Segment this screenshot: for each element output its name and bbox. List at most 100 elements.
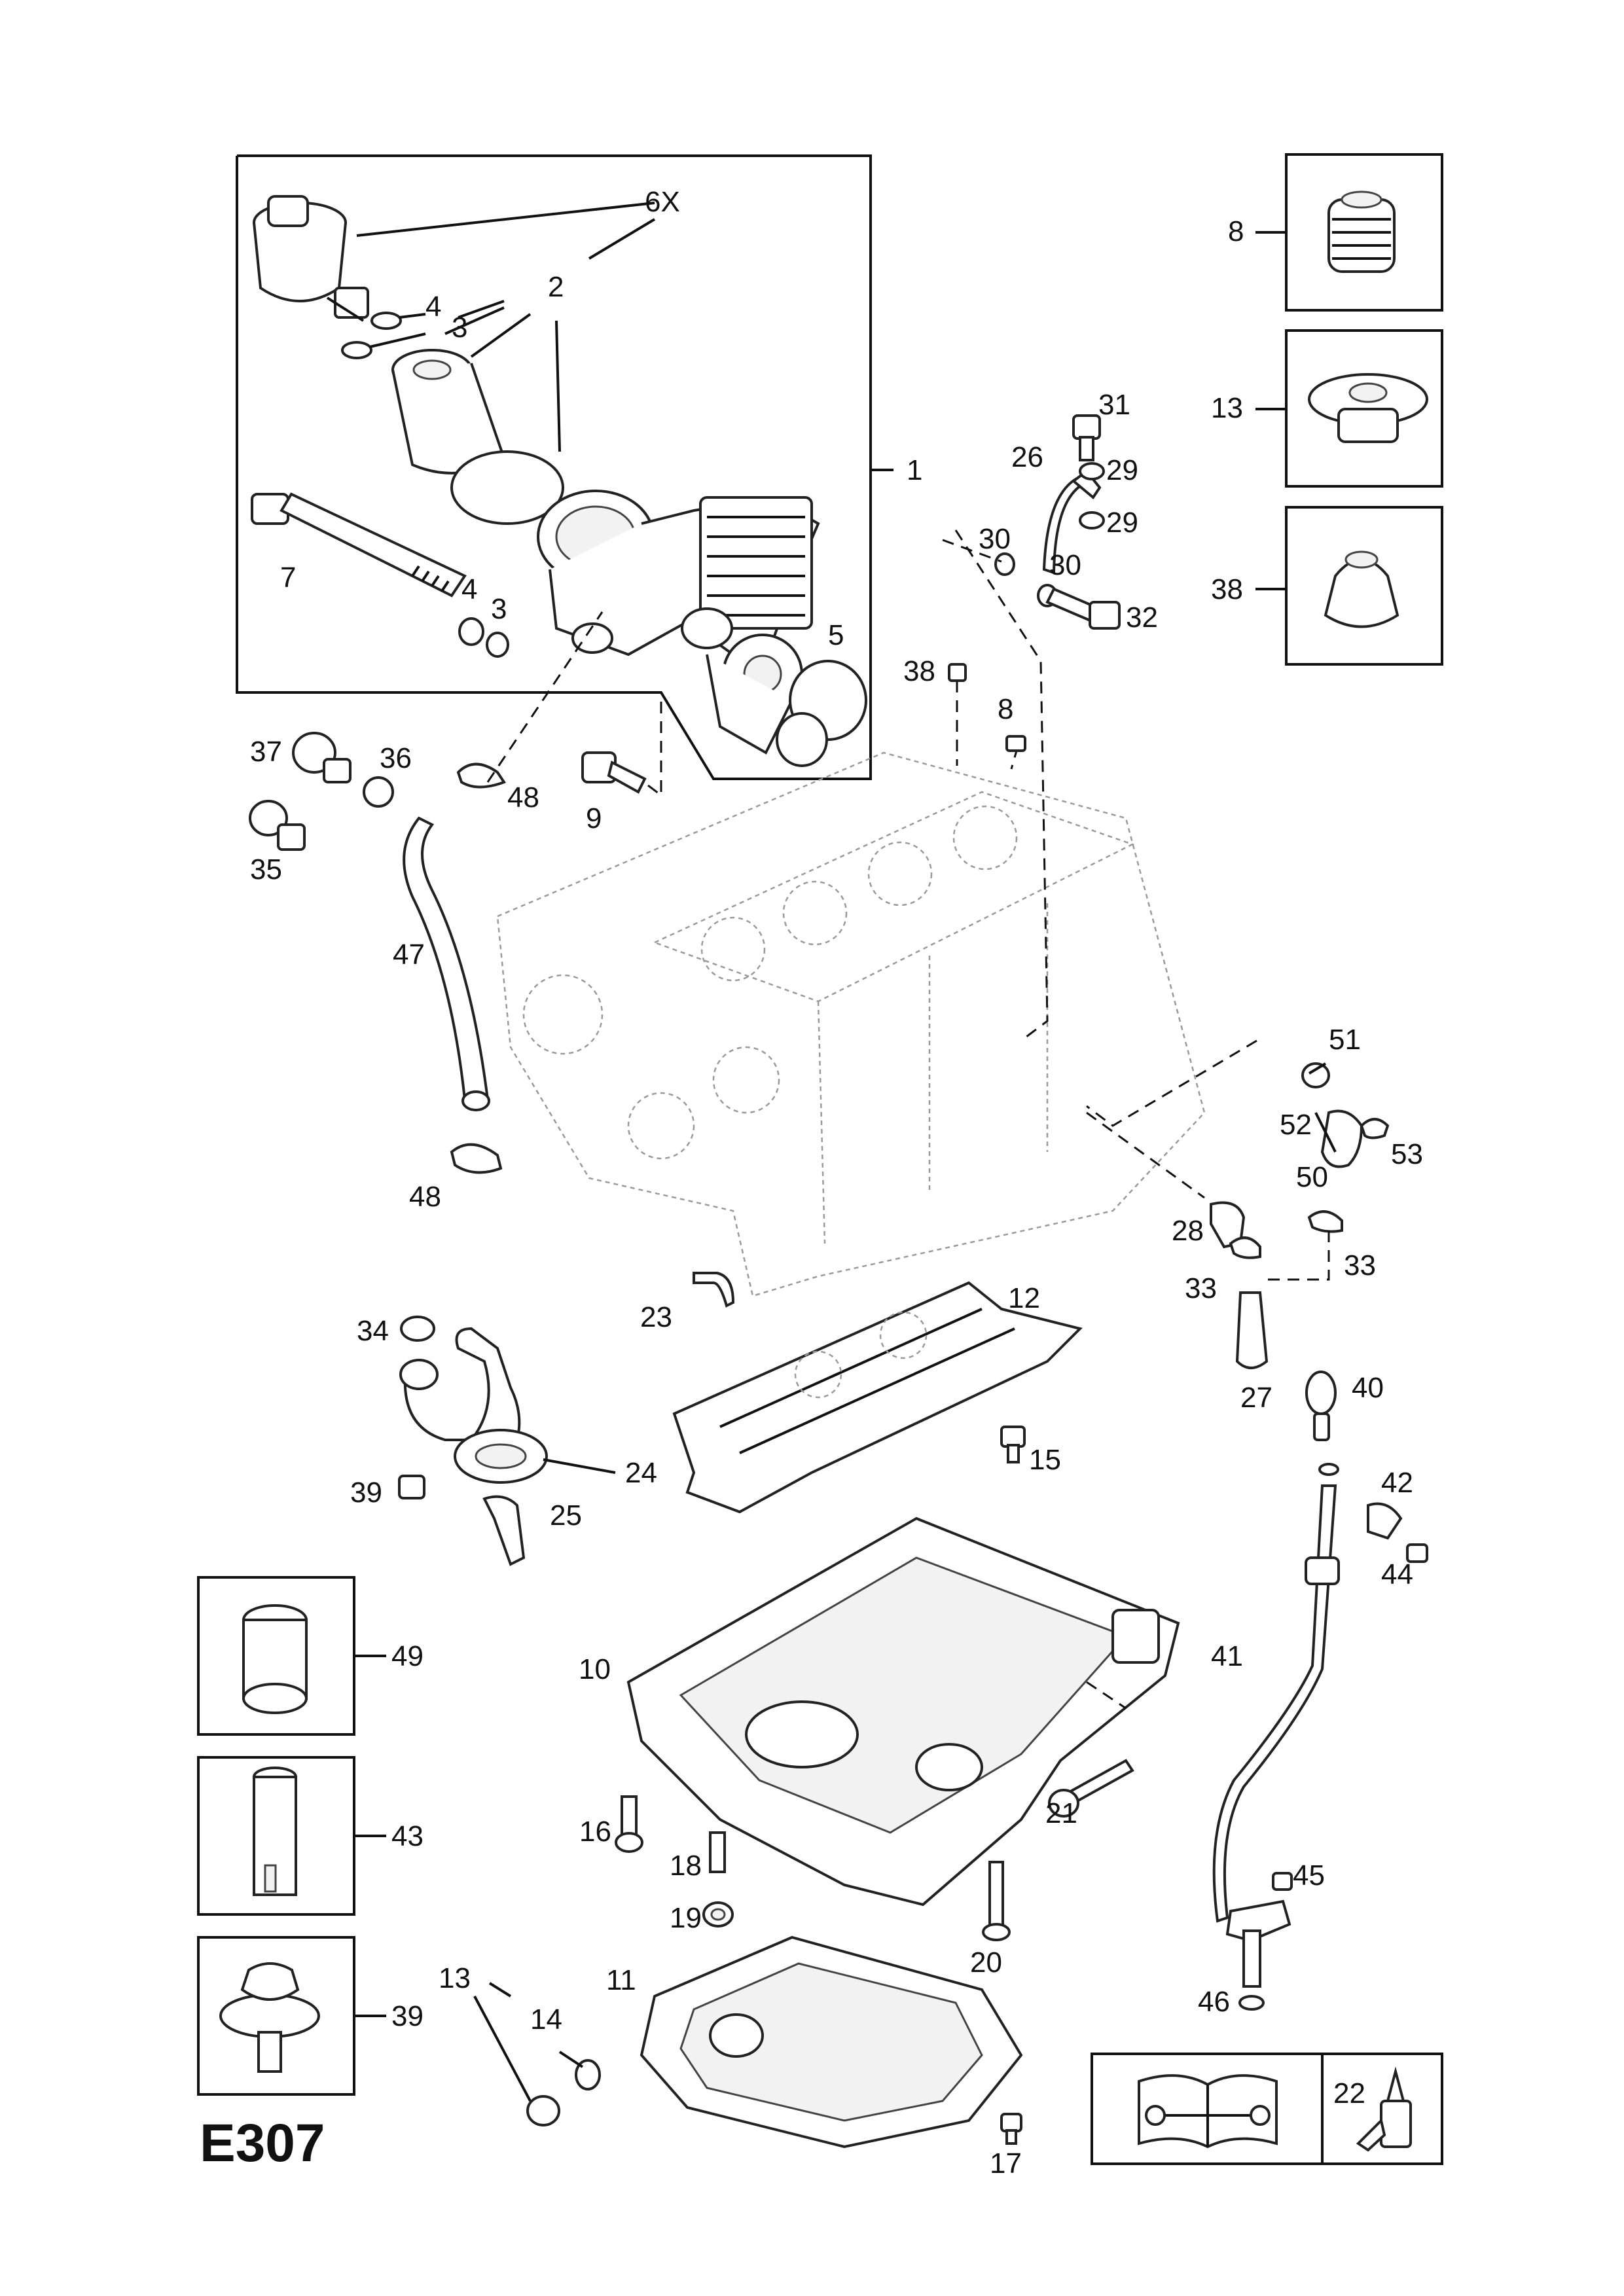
dipstick-tube-41 — [1212, 1484, 1337, 1923]
label-43: 43 — [391, 1820, 424, 1852]
bolt-45-small — [1272, 1872, 1293, 1891]
label-18: 18 — [670, 1850, 702, 1882]
hose-clip-48-lower — [450, 1143, 503, 1174]
label-34: 34 — [357, 1315, 389, 1347]
oil-filter-cap-drawing — [253, 195, 369, 322]
bolt-9-drawing — [581, 751, 647, 794]
label-42: 42 — [1381, 1467, 1413, 1499]
seal-ring-4-upper — [370, 312, 402, 330]
label-12: 12 — [1008, 1282, 1040, 1314]
label-3-upper: 3 — [452, 312, 467, 344]
label-27: 27 — [1240, 1382, 1272, 1414]
drain-plug-13 — [526, 2095, 560, 2126]
plug-37-drawing — [292, 732, 352, 783]
bolt-21-drawing — [1048, 1759, 1134, 1818]
label-14: 14 — [530, 2003, 562, 2036]
nut-19-drawing — [702, 1901, 734, 1928]
bolt-31-drawing — [1072, 414, 1101, 461]
label-25: 25 — [550, 1499, 582, 1532]
label-31: 31 — [1098, 389, 1130, 421]
tube-43-drawing — [253, 1767, 297, 1896]
label-48-lower: 48 — [409, 1181, 441, 1213]
label-13-box: 13 — [1211, 392, 1243, 424]
label-29-lower: 29 — [1106, 507, 1138, 539]
hose-clip-33-right — [1307, 1210, 1343, 1233]
hollow-bolt-7-drawing — [251, 492, 467, 598]
hose-clip-33-left — [1229, 1236, 1261, 1259]
label-29-upper: 29 — [1106, 454, 1138, 486]
seal-ring-4-lower — [458, 617, 484, 646]
label-41: 41 — [1211, 1640, 1243, 1672]
label-30-left: 30 — [979, 523, 1011, 555]
bolt-39-small — [398, 1475, 425, 1499]
oil-filter-housing-frame — [236, 154, 872, 780]
plug-8-small — [1005, 735, 1026, 752]
oil-pump-pickup-24-drawing — [399, 1327, 548, 1484]
seal-ring-3-lower — [486, 632, 509, 658]
hose-clip-48-upper — [456, 762, 507, 789]
label-8-block: 8 — [998, 693, 1013, 725]
bolt-32-drawing — [1045, 587, 1121, 630]
hose-27 — [1235, 1291, 1269, 1369]
seal-ring-29-upper — [1079, 462, 1105, 480]
label-2: 2 — [548, 271, 564, 303]
label-53: 53 — [1391, 1138, 1423, 1170]
bolt-16-drawing — [615, 1795, 643, 1853]
plug-38-small — [948, 663, 967, 682]
diagram-code: E307 — [200, 2113, 325, 2173]
label-50: 50 — [1296, 1161, 1328, 1193]
seal-ring-34 — [400, 1316, 435, 1342]
plug-13-drawing — [1308, 373, 1428, 443]
label-38-block: 38 — [903, 655, 935, 687]
label-39-pump: 39 — [350, 1477, 382, 1509]
dipstick-handle-40 — [1305, 1371, 1337, 1415]
label-26: 26 — [1011, 441, 1043, 473]
engine-block-outline — [496, 751, 1206, 1297]
label-38-box: 38 — [1211, 573, 1243, 605]
seal-ring-3-upper — [341, 341, 372, 359]
label-48-upper: 48 — [507, 781, 539, 814]
label-51: 51 — [1329, 1024, 1361, 1056]
seal-ring-5-small — [776, 712, 828, 767]
label-4-lower: 4 — [461, 573, 477, 605]
label-8-box: 8 — [1228, 215, 1244, 247]
label-47: 47 — [393, 939, 425, 971]
label-46: 46 — [1198, 1986, 1230, 2018]
seal-ring-30-left — [994, 552, 1015, 576]
label-32: 32 — [1126, 601, 1158, 634]
label-24: 24 — [625, 1457, 657, 1489]
sleeve-49-drawing — [242, 1604, 308, 1714]
oil-pan-lower-11-drawing — [640, 1935, 1023, 2149]
seal-ring-46 — [1238, 1995, 1265, 2011]
bolt-39-drawing — [219, 1962, 320, 2073]
label-15: 15 — [1029, 1444, 1061, 1476]
label-21: 21 — [1045, 1797, 1077, 1829]
label-33-right: 33 — [1344, 1249, 1376, 1282]
bolt-44-small — [1406, 1543, 1428, 1563]
label-6x: 6X — [645, 186, 680, 218]
label-30-right: 30 — [1049, 549, 1081, 581]
label-13-drain: 13 — [439, 1962, 471, 1994]
label-4-upper: 4 — [425, 291, 441, 323]
label-23: 23 — [640, 1301, 672, 1333]
label-3-lower: 3 — [491, 593, 507, 625]
bolt-17-drawing — [1000, 2113, 1022, 2145]
label-40: 40 — [1352, 1372, 1384, 1404]
tube-25 — [482, 1495, 526, 1566]
pipe-23 — [693, 1272, 735, 1308]
stud-18-drawing — [709, 1831, 726, 1873]
label-44: 44 — [1381, 1558, 1413, 1590]
label-19: 19 — [670, 1902, 702, 1934]
sealant-tube-icon — [1356, 2066, 1412, 2152]
filter-o-ring — [450, 450, 564, 525]
label-52: 52 — [1280, 1109, 1312, 1141]
seal-ring-29-lower — [1079, 511, 1105, 529]
label-7: 7 — [280, 562, 296, 594]
label-5: 5 — [828, 619, 844, 651]
plug-8-drawing — [1327, 190, 1396, 273]
seal-ring-36 — [363, 776, 394, 808]
cap-38-drawing — [1324, 550, 1399, 628]
label-11: 11 — [606, 1964, 636, 1996]
label-20: 20 — [970, 1946, 1002, 1979]
